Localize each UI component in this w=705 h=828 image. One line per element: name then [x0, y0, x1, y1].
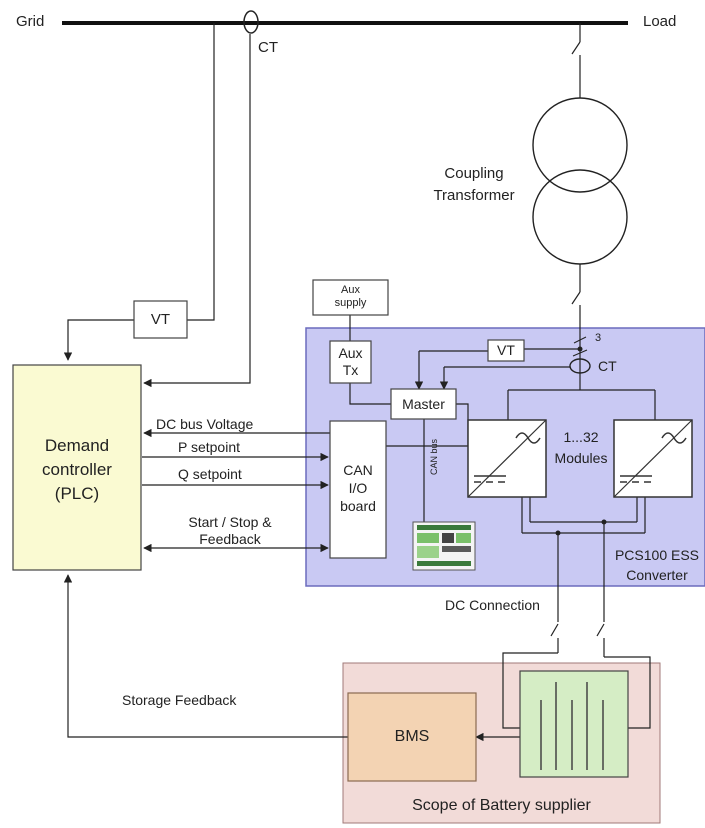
battery-stack-icon [519, 670, 629, 778]
grid-label: Grid [16, 13, 45, 30]
ct-inner-tick [572, 349, 588, 357]
hmi-panel-icon [412, 521, 476, 571]
aux-tx-to-master [349, 383, 391, 405]
bms-box [347, 692, 477, 782]
phase-count-label: 3 [595, 332, 602, 344]
demand-controller-label: Demand controller (PLC) [42, 436, 112, 503]
converter-dc-ac-icon [467, 419, 547, 498]
dc-connection-label: DC Connection [445, 597, 540, 613]
breaker-top [571, 41, 581, 55]
bms-label: BMS [394, 728, 430, 745]
battery-scope-label: Scope of Battery supplier [412, 797, 591, 814]
can-io-board-box [329, 420, 387, 559]
aux-supply-box [312, 279, 389, 316]
transformer-primary [532, 97, 628, 193]
three-phase-tick [573, 336, 587, 344]
master-box [390, 388, 457, 420]
transformer-secondary [532, 169, 628, 265]
vt-left-box [133, 300, 188, 339]
ct-to-plc [143, 34, 251, 388]
ct-inner-label: CT [598, 358, 617, 374]
dc-breaker-pos [596, 623, 605, 637]
ct-top-label: CT [258, 39, 278, 56]
aux-tx-box [329, 340, 372, 384]
load-label: Load [643, 13, 677, 30]
can-io-board-label: CAN I/O board [340, 462, 376, 514]
battery-lead-pos [604, 656, 651, 729]
aux-supply-label: Aux supply [334, 284, 367, 309]
coupling-transformer-label: Coupling Transformer [433, 165, 515, 204]
storage-feedback-label: Storage Feedback [122, 692, 237, 708]
master-label: Master [402, 396, 445, 412]
dc-breaker-neg [550, 623, 559, 637]
start-stop-label: Start / Stop & Feedback [188, 514, 272, 547]
vt-inner-box [487, 339, 525, 362]
ct-top-symbol [243, 10, 259, 34]
vt-to-plc [63, 319, 134, 361]
modules-label: 1...32 Modules [554, 429, 608, 466]
dc-bus-voltage-label: DC bus Voltage [156, 416, 254, 432]
breaker-low [571, 291, 581, 305]
vt-left-label: VT [150, 311, 171, 328]
q-setpoint-label: Q setpoint [178, 466, 242, 482]
storage-feedback-arrow [63, 574, 348, 738]
battery-lead-neg [502, 652, 558, 729]
grid-to-vt [187, 23, 215, 321]
pcs-converter-label: PCS100 ESS Converter [614, 547, 700, 583]
aux-tx-label: Aux Tx [338, 345, 363, 378]
vt-inner-label: VT [497, 342, 515, 358]
ct-inner-symbol [569, 358, 591, 374]
converter-dc-ac-icon [613, 419, 693, 498]
p-setpoint-label: P setpoint [178, 439, 241, 455]
can-bus-label: CAN bus [429, 438, 439, 475]
demand-controller-box [12, 364, 142, 571]
